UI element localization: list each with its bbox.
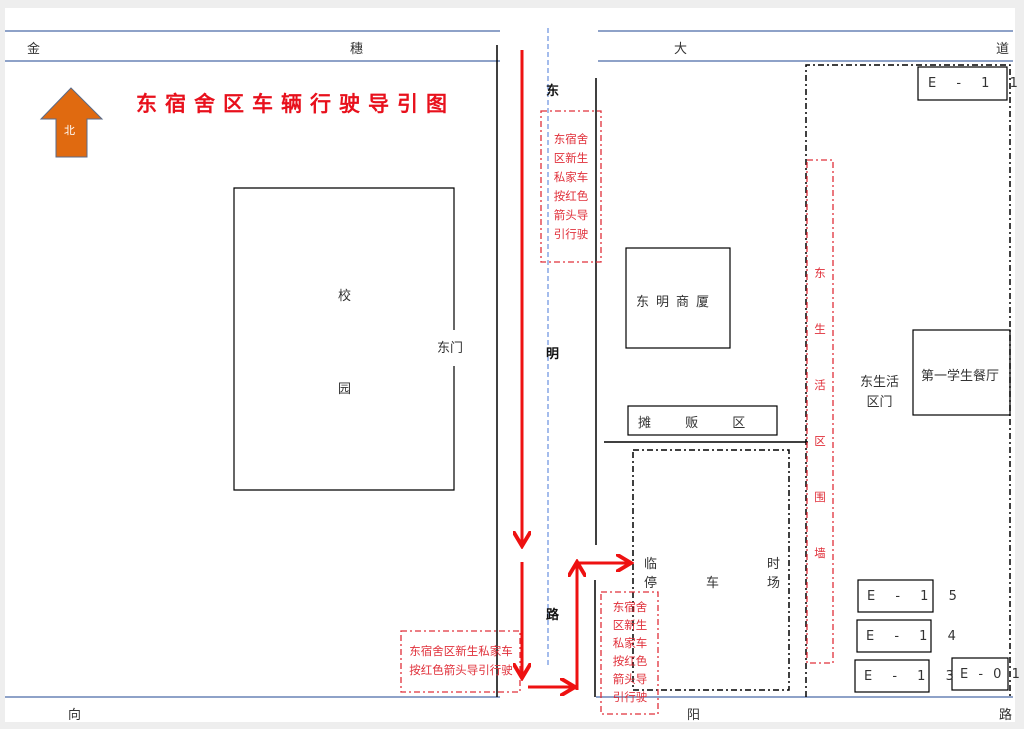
north-label: 北 [64, 124, 75, 137]
parking-label: 时 [767, 557, 781, 572]
road-lines [5, 30, 1013, 698]
road-label: 穗 [350, 42, 364, 57]
vendor-label: 摊 贩 区 [638, 416, 746, 431]
road-label: 向 [68, 708, 82, 723]
note-line: 东宿舍区新生私家车 [409, 644, 513, 658]
note-line: 按红色 [612, 654, 648, 668]
unit-e01: E - 0 1 [960, 667, 1023, 682]
note-3: 东宿舍区新生私家车按红色箭头导引行驶 [602, 598, 658, 706]
parking-label: 停 [644, 576, 658, 591]
note-line: 东宿舍 [612, 600, 648, 614]
road-label: 路 [999, 708, 1013, 723]
dongming-label: 东明商厦 [636, 295, 717, 310]
note-line: 箭头导 [553, 208, 589, 222]
note-line: 东宿舍 [553, 132, 589, 146]
note-line: 引行驶 [612, 690, 648, 704]
east-gate-label: 东门 [437, 341, 464, 356]
unit-e15: E - 1 5 [867, 589, 965, 604]
sheet [5, 8, 1015, 722]
north-arrow-icon [39, 87, 104, 158]
road-label: 大 [674, 42, 688, 57]
map-title: 东宿舍区车辆行驶导引图 [136, 91, 455, 116]
guide-arrows [522, 50, 628, 690]
note-line: 按红色箭头导引行驶 [409, 663, 513, 677]
wall-label: 东生活区围墙 [814, 266, 826, 560]
campus-box [233, 187, 455, 491]
dongming-box [625, 247, 731, 349]
parking-label: 临 [644, 557, 658, 572]
unit-e14: E - 1 4 [866, 629, 964, 644]
road-label: 道 [996, 42, 1010, 57]
note-1: 东宿舍区新生私家车按红色箭头导引行驶 [542, 130, 600, 244]
road-label: 金 [27, 42, 41, 57]
campus-label: 校 [338, 289, 352, 304]
road-label: 东 [546, 84, 560, 99]
parking-label: 场 [767, 576, 781, 591]
note-line: 私家车 [553, 170, 589, 184]
note-line: 按红色 [553, 189, 589, 203]
note-line: 私家车 [612, 636, 648, 650]
note-2: 东宿舍区新生私家车按红色箭头导引行驶 [402, 642, 520, 680]
canteen-label: 第一学生餐厅 [921, 369, 1000, 384]
unit-e11: E - 1 1 [928, 76, 1024, 91]
unit-e13: E - 1 3 [864, 669, 962, 684]
parking-label: 车 [706, 576, 720, 591]
road-label: 阳 [687, 708, 701, 723]
campus-label: 园 [338, 382, 352, 397]
note-line: 引行驶 [553, 227, 589, 241]
note-boxes [400, 110, 834, 715]
life-gate-label: 东生活 区门 [860, 375, 900, 410]
note-line: 箭头导 [612, 672, 648, 686]
note-line: 区新生 [612, 618, 648, 632]
note-line: 区新生 [553, 151, 589, 165]
road-label: 路 [546, 608, 560, 623]
road-label: 明 [546, 347, 560, 362]
